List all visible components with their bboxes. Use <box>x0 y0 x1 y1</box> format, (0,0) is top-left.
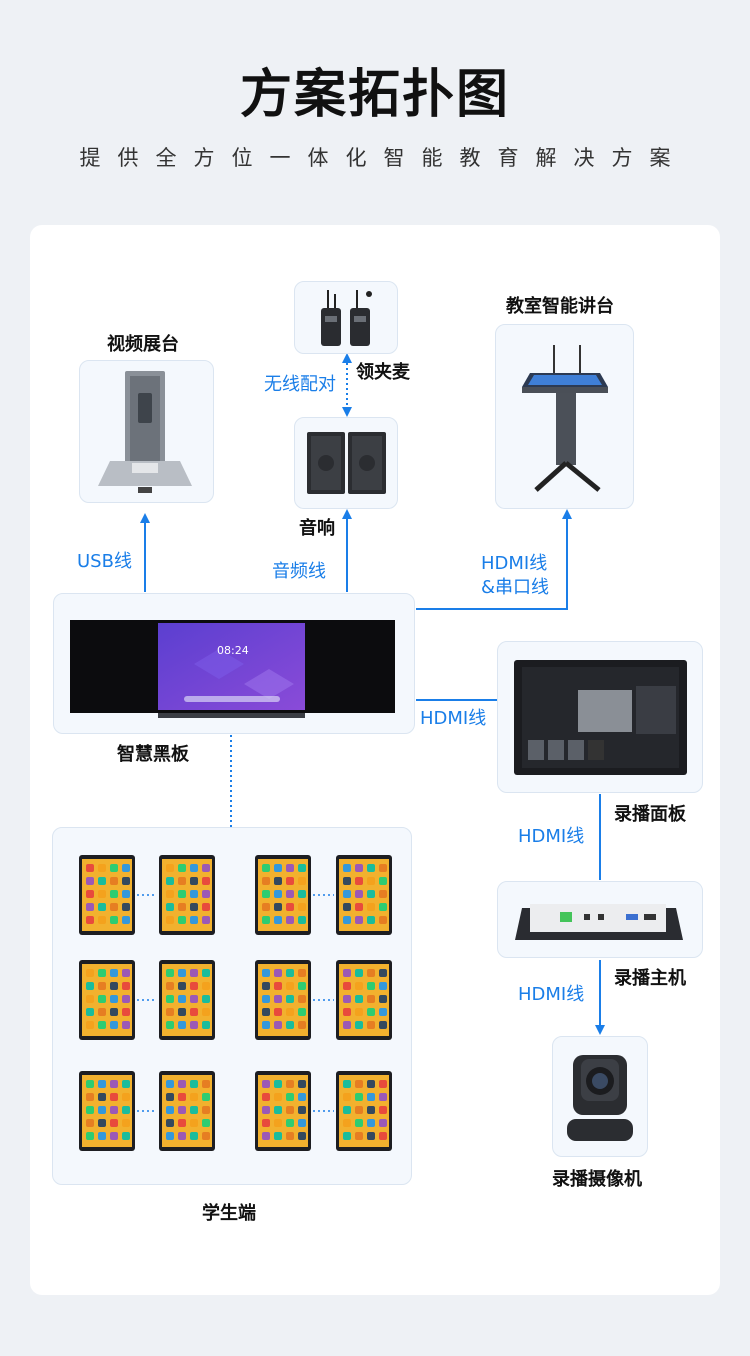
blackboard-image <box>70 620 395 718</box>
rec-panel-box <box>497 641 703 793</box>
screen-time: 08:24 <box>217 644 249 657</box>
student-box <box>52 827 412 1185</box>
camera-box <box>552 1036 648 1157</box>
student-tablet <box>255 1071 311 1151</box>
podium-label: 教室智能讲台 <box>506 296 614 317</box>
usb-link-label: USB线 <box>77 551 132 572</box>
blackboard-label: 智慧黑板 <box>117 744 189 765</box>
rec-host-image <box>515 904 683 940</box>
speaker-image <box>307 432 386 494</box>
student-tablet <box>79 960 135 1040</box>
camera-label: 录播摄像机 <box>552 1169 642 1190</box>
hdmi-host-link-label: HDMI线 <box>518 826 585 847</box>
student-tablet <box>79 855 135 935</box>
student-tablet <box>159 1071 215 1151</box>
hdmi-serial-link-label-1: HDMI线 <box>481 553 548 574</box>
rec-host-box <box>497 881 703 958</box>
student-tablet <box>255 960 311 1040</box>
mic-image <box>321 290 372 346</box>
podium-image <box>522 345 608 492</box>
hdmi-camera-link-label: HDMI线 <box>518 984 585 1005</box>
speaker-box <box>294 417 398 509</box>
student-tablet <box>336 1071 392 1151</box>
student-tablets <box>79 855 392 1151</box>
student-tablet <box>159 855 215 935</box>
hdmi-serial-link-label-2: &串口线 <box>481 577 550 598</box>
visualizer-box <box>79 360 214 503</box>
rec-panel-label: 录播面板 <box>614 804 686 825</box>
page-subtitle: 提供全方位一体化智能教育解决方案 <box>79 146 688 170</box>
camera-image <box>567 1055 633 1141</box>
wireless-link-label: 无线配对 <box>264 374 336 395</box>
student-tablet <box>336 960 392 1040</box>
mic-box <box>294 281 398 354</box>
visualizer-label: 视频展台 <box>107 334 179 355</box>
rec-panel-image <box>514 660 687 775</box>
mic-label: 领夹麦 <box>356 362 410 383</box>
podium-box <box>495 324 634 509</box>
student-tablet <box>336 855 392 935</box>
speaker-label: 音响 <box>299 518 335 539</box>
student-label: 学生端 <box>202 1203 256 1224</box>
student-tablet <box>159 960 215 1040</box>
student-tablet <box>79 1071 135 1151</box>
blackboard-box: 08:24 <box>53 593 415 734</box>
visualizer-image <box>98 371 192 493</box>
hdmi-panel-link-label: HDMI线 <box>420 708 487 729</box>
audio-link-label: 音频线 <box>272 561 326 582</box>
student-tablet <box>255 855 311 935</box>
page-title: 方案拓扑图 <box>239 65 510 125</box>
rec-host-label: 录播主机 <box>614 968 686 989</box>
